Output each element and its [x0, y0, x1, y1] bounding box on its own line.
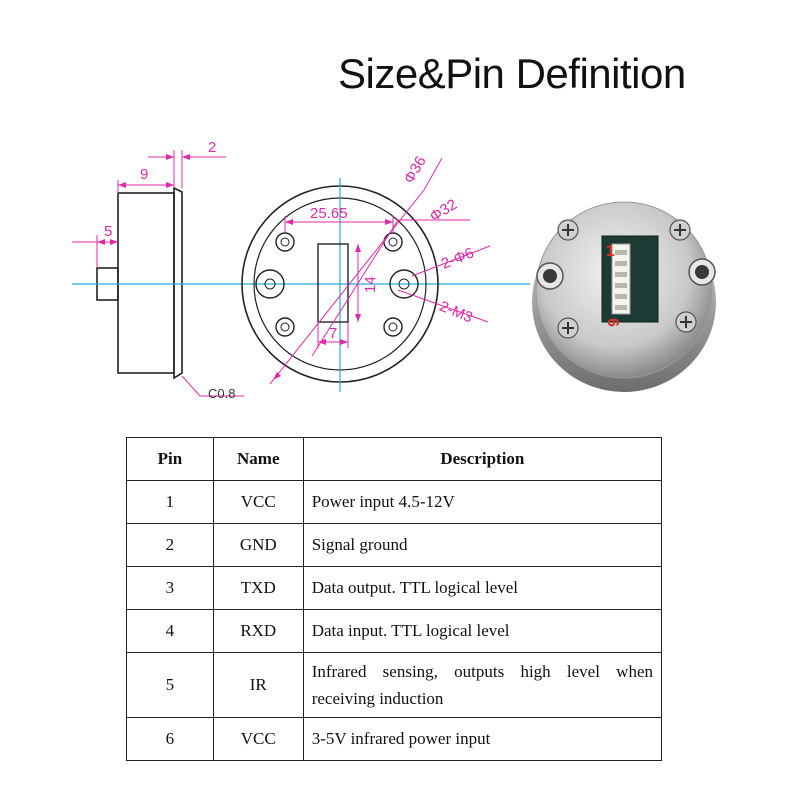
product-photo: 1 6 [532, 201, 716, 392]
pin-description: 3-5V infrared power input [302, 717, 663, 761]
pin-description: Signal ground [302, 523, 663, 567]
pin-definition-table: Pin Name Description 1 VCC Power input 4… [126, 437, 663, 761]
page-title: Size&Pin Definition [338, 50, 686, 97]
pin-name: VCC [212, 717, 304, 761]
header-pin: Pin [126, 437, 214, 481]
dim-diameter-inner: Φ32 [427, 196, 460, 226]
pin-number: 2 [126, 523, 214, 567]
dim-side-top: 2 [208, 139, 216, 156]
pin-name: RXD [212, 609, 304, 653]
dim-window-height: 14 [362, 276, 379, 293]
pin-name: VCC [212, 480, 304, 524]
side-view: 2 9 5 C0.8 [72, 139, 530, 401]
pin-description: Infrared sensing, outputs high level whe… [302, 652, 663, 718]
dim-diameter-outer: Φ36 [401, 153, 430, 186]
pin-name: GND [212, 523, 304, 567]
pin-number: 5 [126, 652, 214, 718]
header-name: Name [212, 437, 304, 481]
pin-description: Power input 4.5-12V [302, 480, 663, 524]
table-row: 1 VCC Power input 4.5-12V [126, 480, 663, 524]
pin-name: TXD [212, 566, 304, 610]
dim-side-width: 9 [140, 166, 148, 183]
table-row: 2 GND Signal ground [126, 523, 663, 567]
pin-number: 4 [126, 609, 214, 653]
pin-name: IR [212, 652, 304, 718]
table-row: 3 TXD Data output. TTL logical level [126, 566, 663, 610]
header-description: Description [302, 437, 663, 481]
table-row: 6 VCC 3-5V infrared power input [126, 717, 663, 761]
pin-description: Data input. TTL logical level [302, 609, 663, 653]
dim-screw-holes: 2-M3 [437, 298, 475, 327]
pin-number: 3 [126, 566, 214, 610]
photo-pin-first-label: 1 [606, 243, 615, 260]
dim-side-shaft: 5 [104, 223, 112, 240]
table-row: 5 IR Infrared sensing, outputs high leve… [126, 652, 663, 718]
dim-window-width: 7 [329, 325, 337, 342]
photo-pin-last-label: 6 [604, 318, 621, 327]
dim-mount-holes: 2-Φ6 [439, 244, 477, 272]
dimension-drawing: 2 9 5 C0.8 [72, 139, 530, 401]
pin-number: 6 [126, 717, 214, 761]
table-row: 4 RXD Data input. TTL logical level [126, 609, 663, 653]
screw-icon [557, 219, 697, 339]
dim-chamfer: C0.8 [208, 386, 235, 401]
table-header-row: Pin Name Description [126, 437, 663, 481]
pin-number: 1 [126, 480, 214, 524]
pin-description: Data output. TTL logical level [302, 566, 663, 610]
dim-hole-spacing: 25.65 [310, 205, 348, 222]
front-view: 25.65 Φ36 Φ32 2-Φ6 2-M3 14 7 [241, 153, 491, 392]
